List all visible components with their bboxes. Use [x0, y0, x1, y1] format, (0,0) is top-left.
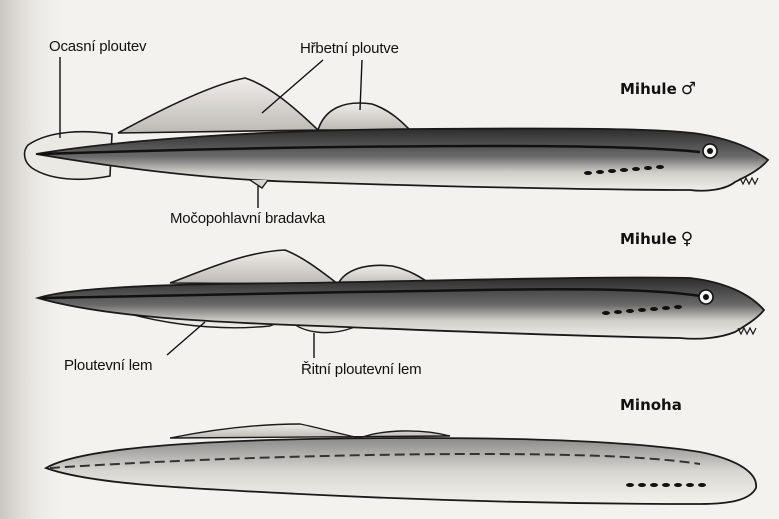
- species-label-female: Mihule♀: [620, 229, 693, 249]
- female-symbol: ♀: [681, 229, 693, 249]
- dorsal-fin-2-male: [318, 103, 410, 130]
- label-anal-fin-fold: Řitní ploutevní lem: [301, 361, 421, 378]
- species-name-male: Mihule: [620, 80, 677, 98]
- urogenital-papilla-male: [250, 180, 268, 188]
- label-tail-fin: Ocasní ploutev: [49, 38, 146, 55]
- lamprey-female-drawing: [38, 250, 764, 339]
- species-name-larva: Minoha: [620, 396, 682, 414]
- dorsal-fin-1-male: [118, 78, 318, 133]
- larva-drawing: [46, 424, 756, 504]
- species-label-male: Mihule♂: [620, 79, 696, 99]
- body-larva: [46, 438, 756, 504]
- larva-fin: [170, 424, 450, 438]
- species-name-female: Mihule: [620, 230, 677, 248]
- leader-fin-fold: [167, 322, 205, 355]
- species-label-larva: Minoha: [620, 396, 682, 414]
- label-fin-fold: Ploutevní lem: [64, 357, 152, 374]
- label-urogenital-papilla: Močopohlavní bradavka: [170, 210, 325, 227]
- male-symbol: ♂: [681, 79, 696, 99]
- label-dorsal-fins: Hřbetní ploutve: [300, 40, 399, 57]
- leader-dorsal-1: [262, 60, 323, 113]
- dorsal-fin-1-female: [170, 250, 338, 284]
- body-male: [36, 129, 768, 191]
